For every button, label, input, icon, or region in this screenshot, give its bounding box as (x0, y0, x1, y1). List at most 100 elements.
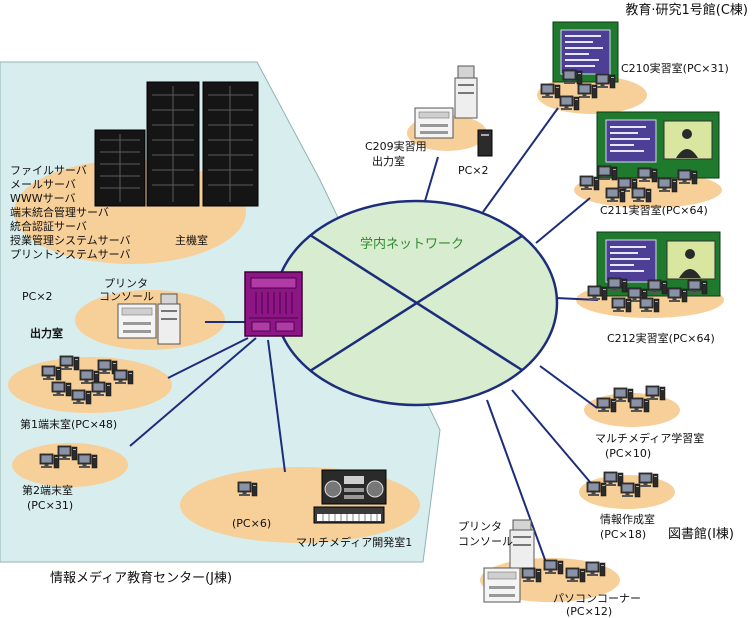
network-cross-line (309, 234, 523, 373)
pc-tower-icon (477, 129, 493, 157)
server-list-item: 統合認証サーバ (10, 219, 87, 233)
presenter-screen-icon (663, 120, 713, 160)
mm-learning-label-line2: (PC×10) (605, 447, 651, 460)
link-mm-dev (267, 339, 286, 473)
terminal1-label: 第1端末室(PC×48) (20, 417, 117, 431)
link-mm-learning (539, 365, 598, 409)
c-building-title: 教育·研究1号館(C棟) (625, 2, 748, 18)
pc-icon (540, 83, 561, 99)
terminal2-label-line2: (PC×31) (27, 499, 73, 512)
pc-icon (603, 471, 624, 487)
pc-icons (39, 69, 708, 583)
printer-icon (483, 567, 521, 603)
pc-icon (237, 481, 258, 497)
c209-label-line2: 出力室 (372, 154, 405, 168)
printer-icon (414, 107, 454, 139)
pc-icon (565, 567, 586, 583)
server-list-item: ファイルサーバ (10, 164, 87, 177)
printer-icon (117, 303, 157, 339)
library-printer-label-line1: プリンタ (458, 520, 502, 533)
j-building-title: 情報メディア教育センター(J棟) (50, 570, 232, 586)
pc-icon (562, 69, 583, 85)
pc-icon (627, 287, 648, 303)
link-pc-corner (486, 399, 549, 569)
pc-icon (521, 567, 542, 583)
network-label: 学内ネットワーク (360, 236, 464, 252)
pc-icon (631, 187, 652, 203)
link-c210 (482, 107, 559, 213)
pc-icon (579, 175, 600, 191)
pc-icon (677, 169, 698, 185)
server-list-item: 端末統合管理サーバ (10, 205, 109, 219)
mm-dev-pc-count: (PC×6) (232, 517, 271, 530)
info-creation-label-line2: (PC×18) (600, 528, 646, 541)
console-icon (454, 65, 478, 119)
link-c211 (535, 197, 591, 244)
pc-icon (645, 385, 666, 401)
pc-corner-label-line2: (PC×12) (566, 605, 612, 618)
pc-icon (629, 397, 650, 413)
output-room-printer-set (117, 293, 181, 345)
pc-icon (71, 389, 92, 405)
server-list-item: 授業管理システムサーバ (10, 233, 131, 247)
projector-screen-icon (560, 29, 611, 75)
pc-icon (585, 561, 606, 577)
server-rack-icon (94, 129, 146, 207)
link-c209 (424, 156, 439, 202)
pc-icon (638, 472, 659, 488)
campus-network: 学内ネットワーク (273, 199, 559, 407)
pc-icon (559, 95, 580, 111)
pc-icon (637, 167, 658, 183)
output-room-printer-line2: コンソール (99, 290, 154, 303)
pc-icon (577, 83, 598, 99)
pc-icon (595, 73, 616, 89)
terminal1-zone (8, 357, 172, 413)
c209-pc-count: PC×2 (458, 164, 489, 177)
output-room-pc-count: PC×2 (22, 290, 53, 303)
pc-icon (611, 297, 632, 313)
console-icon (157, 293, 181, 345)
link-terminal1 (167, 337, 249, 379)
c211-board (596, 111, 720, 179)
pc-icon (79, 369, 100, 385)
output-room-label: 出力室 (30, 326, 63, 340)
c210-board (552, 21, 619, 83)
hub-server-icon (244, 271, 303, 337)
mm-dev-label: マルチメディア開発室1 (296, 535, 412, 549)
projector-screen-icon (605, 119, 657, 163)
pc-icon (51, 381, 72, 397)
network-links (129, 107, 599, 569)
pc-icon (605, 187, 626, 203)
link-info-creation (511, 389, 591, 483)
pc-icon (687, 279, 708, 295)
pc-icon (613, 387, 634, 403)
pc-icon (657, 177, 678, 193)
c212-label: C212実習室(PC×64) (607, 331, 715, 345)
pc-icon (639, 297, 660, 313)
server-list: ファイルサーバ メールサーバ WWWサーバ 端末統合管理サーバ 統合認証サーバ … (10, 164, 131, 261)
c209-label-line1: C209実習用 (365, 139, 427, 153)
c209-printer-set (414, 65, 493, 157)
mm-learning-label-line1: マルチメディア学習室 (595, 431, 704, 445)
output-room-printer-line1: プリンタ (104, 277, 148, 290)
pc-icon (667, 287, 688, 303)
pc-icon (59, 355, 80, 371)
pc-icon (587, 285, 608, 301)
pc-icon (586, 481, 607, 497)
pc-icon (620, 482, 641, 498)
server-list-item: プリントシステムサーバ (10, 248, 131, 261)
library-printer-label-line2: コンソール (458, 535, 513, 548)
c211-label: C211実習室(PC×64) (600, 203, 708, 217)
audio-equipment-icon (321, 469, 387, 505)
info-creation-label-line1: 情報作成室 (600, 512, 655, 526)
library-printer-set (483, 519, 535, 603)
pc-corner-label-line1: パソコンコーナー (553, 592, 641, 605)
library-title: 図書館(I棟) (668, 527, 734, 542)
terminal2-label-line1: 第2端末室 (22, 483, 73, 497)
pc-icon (113, 369, 134, 385)
console-icon (509, 519, 535, 569)
pc-icon (39, 453, 60, 469)
server-racks (94, 81, 259, 207)
pc-icon (647, 279, 668, 295)
server-rack-icon (146, 81, 200, 207)
